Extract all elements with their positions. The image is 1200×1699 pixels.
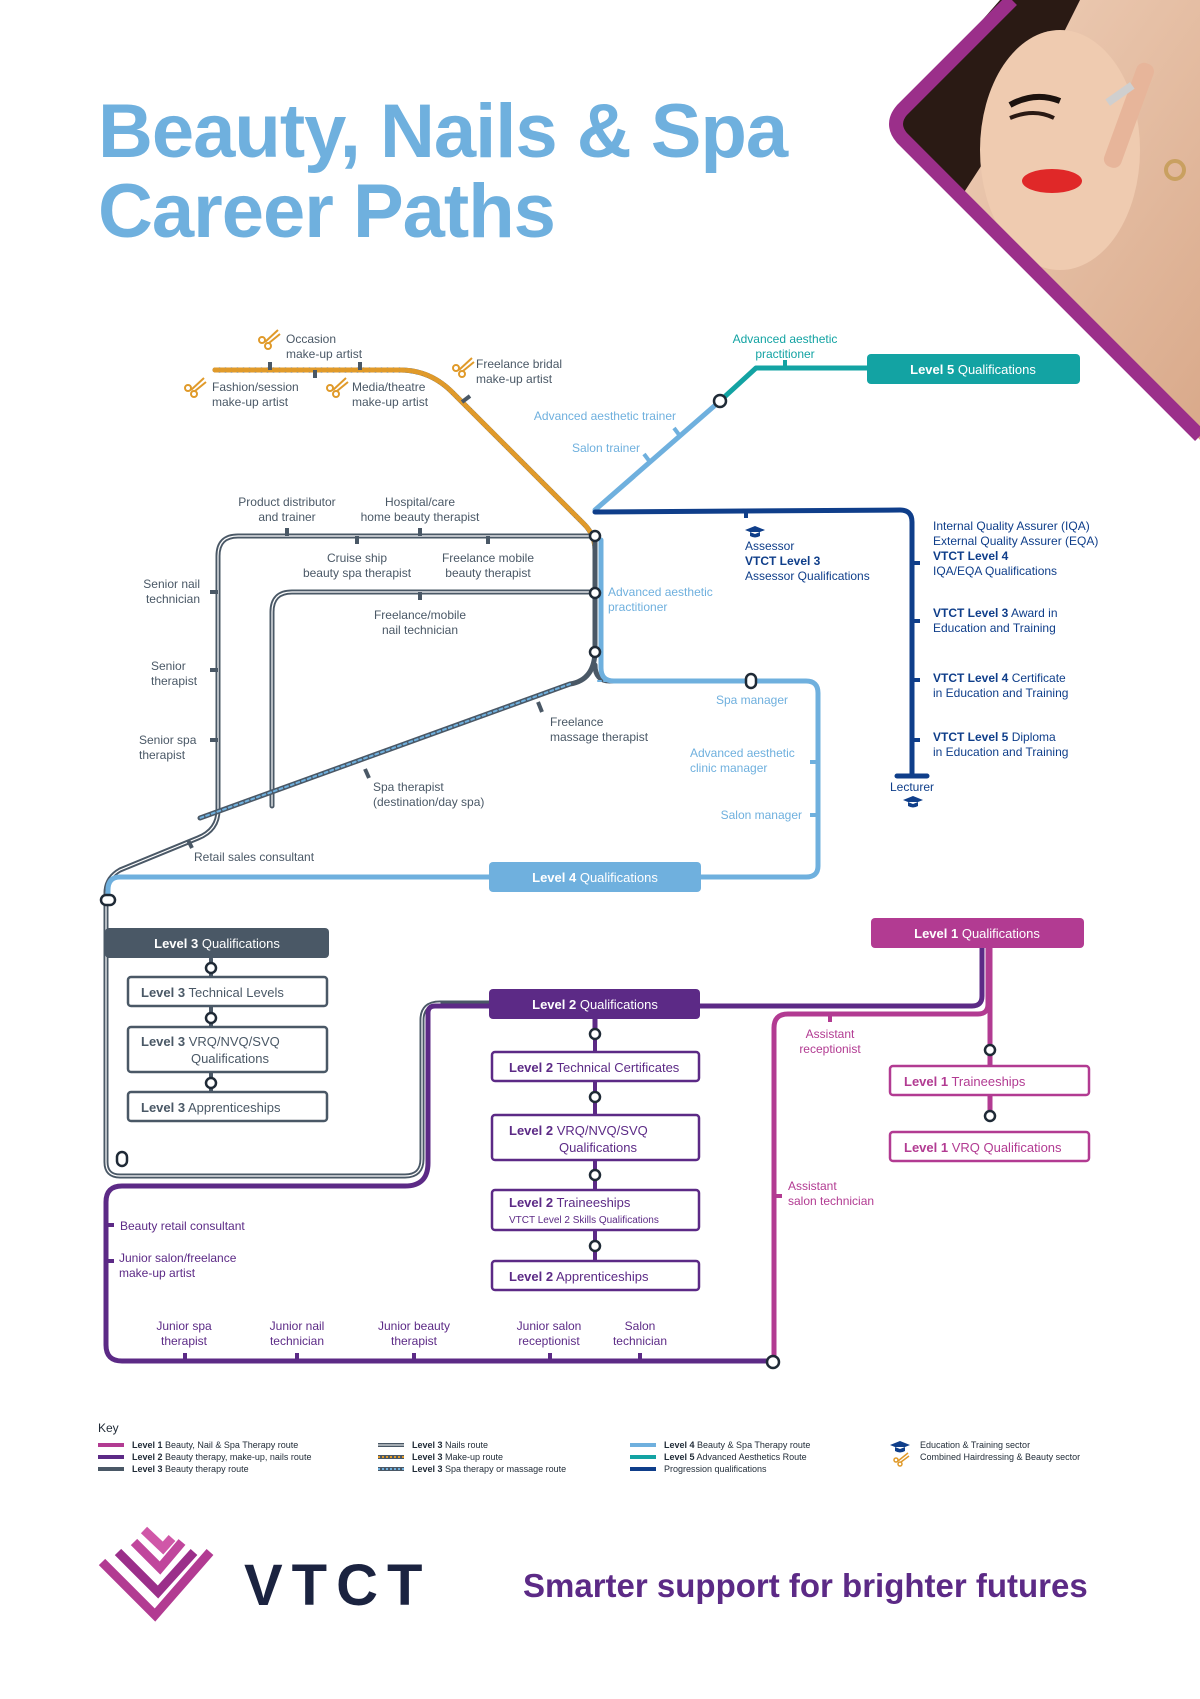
l3-vrq-box-line2: Qualifications (191, 1051, 270, 1066)
station-label: Beauty retail consultant (120, 1219, 245, 1233)
qual-boxes (126, 975, 1091, 1292)
legend-item: Level 1 Beauty, Nail & Spa Therapy route (132, 1440, 298, 1450)
l3-apprenticeships-box: Level 3 Apprenticeships (141, 1100, 281, 1115)
legend-item: Level 3 Beauty therapy route (132, 1464, 249, 1474)
l2-traineeships-box-line2: VTCT Level 2 Skills Qualifications (509, 1215, 659, 1226)
l2-technical-box: Level 2 Technical Certificates (509, 1060, 680, 1075)
scissors-comb-icon (184, 329, 475, 398)
legend-item: Combined Hairdressing & Beauty sector (920, 1452, 1080, 1462)
brand-name: VTCT (244, 1553, 432, 1618)
vtct-logo-icon (98, 1526, 214, 1622)
l1-vrq-box: Level 1 VRQ Qualifications (904, 1140, 1062, 1155)
legend-item: Level 4 Beauty & Spa Therapy route (664, 1440, 810, 1450)
lecturer-label: Lecturer (890, 780, 934, 794)
legend-item: Education & Training sector (920, 1440, 1030, 1450)
iqa-label: Internal Quality Assurer (IQA)External Q… (933, 519, 1098, 578)
legend-item: Level 2 Beauty therapy, make-up, nails r… (132, 1452, 311, 1462)
page-title: Beauty, Nails & Spa Career Paths (98, 89, 788, 254)
title-line-2: Career Paths (98, 169, 556, 254)
station-label: Spa manager (716, 693, 788, 707)
l1-traineeships-box: Level 1 Traineeships (904, 1074, 1026, 1089)
l2-vrq-box-line2: Qualifications (559, 1140, 638, 1155)
interchange-nodes (99, 393, 997, 1370)
legend-heading: Key (98, 1421, 119, 1435)
svg-text:Level 1 Qualifications: Level 1 Qualifications (914, 926, 1040, 941)
l2-vrq-box: Level 2 VRQ/NVQ/SVQ (509, 1123, 648, 1138)
level-5-box[interactable]: Level 5 Qualifications (867, 354, 1080, 384)
station-label: Salon manager (721, 808, 802, 822)
legend-item: Level 3 Spa therapy or massage route (412, 1464, 566, 1474)
station-label: Advanced aesthetic trainer (534, 409, 676, 423)
station-label: Spa therapist(destination/day spa) (373, 780, 484, 809)
legend: Key Level 1 Beauty, Nail & Spa Therapy r… (98, 1421, 1080, 1474)
mortarboard-icon (745, 526, 923, 808)
svg-text:Level 3 Qualifications: Level 3 Qualifications (154, 936, 280, 951)
station-ticks (106, 360, 920, 1361)
level-1-box[interactable]: Level 1 Qualifications (871, 918, 1084, 948)
legend-item: Level 3 Make-up route (412, 1452, 503, 1462)
station-label: Salon trainer (572, 441, 640, 455)
scissors-comb-icon (893, 1452, 910, 1467)
l3-vrq-box: Level 3 VRQ/NVQ/SVQ (141, 1034, 280, 1049)
mortarboard-icon (890, 1441, 910, 1453)
l2-traineeships-box: Level 2 Traineeships (509, 1195, 631, 1210)
l2-apprenticeships-box: Level 2 Apprenticeships (509, 1269, 649, 1284)
legend-item: Progression qualifications (664, 1464, 767, 1474)
title-line-1: Beauty, Nails & Spa (98, 89, 788, 174)
level-3-box[interactable]: Level 3 Qualifications (105, 928, 329, 958)
level-2-box[interactable]: Level 2 Qualifications (489, 989, 700, 1019)
svg-text:Level 5 Qualifications: Level 5 Qualifications (910, 362, 1036, 377)
l3-technical-box: Level 3 Technical Levels (141, 985, 284, 1000)
legend-item: Level 3 Nails route (412, 1440, 488, 1450)
svg-text:Level 4 Qualifications: Level 4 Qualifications (532, 870, 658, 885)
legend-item: Level 5 Advanced Aesthetics Route (664, 1452, 807, 1462)
brand-tagline: Smarter support for brighter futures (523, 1567, 1088, 1604)
svg-text:Level 2 Qualifications: Level 2 Qualifications (532, 997, 658, 1012)
station-label: Retail sales consultant (194, 850, 315, 864)
level-4-box[interactable]: Level 4 Qualifications (489, 862, 701, 892)
